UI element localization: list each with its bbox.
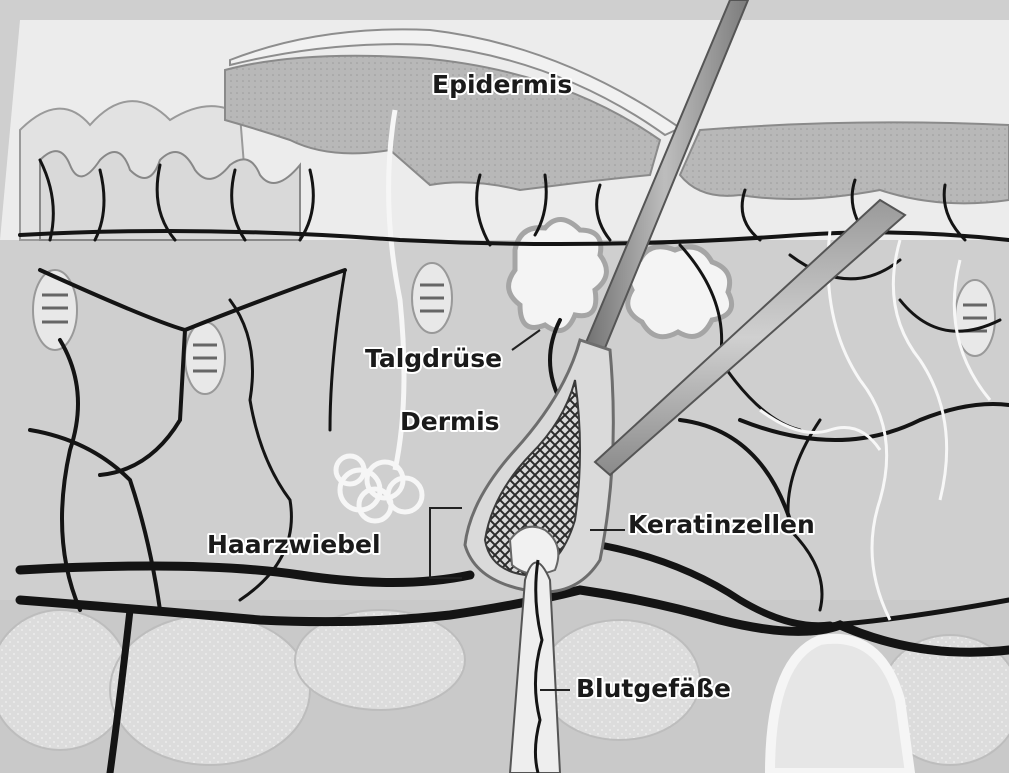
label-dermis: Dermis: [400, 407, 500, 436]
label-keratinzellen: Keratinzellen: [628, 510, 815, 539]
label-epidermis: Epidermis: [432, 70, 572, 99]
epidermis-band-right: [680, 122, 1009, 203]
label-haarzwiebel: Haarzwiebel: [207, 530, 381, 559]
label-blutgefaesse: Blutgefäße: [576, 674, 731, 703]
label-talgdruese: Talgdrüse: [365, 344, 502, 373]
fat-lobes: [0, 600, 1009, 773]
